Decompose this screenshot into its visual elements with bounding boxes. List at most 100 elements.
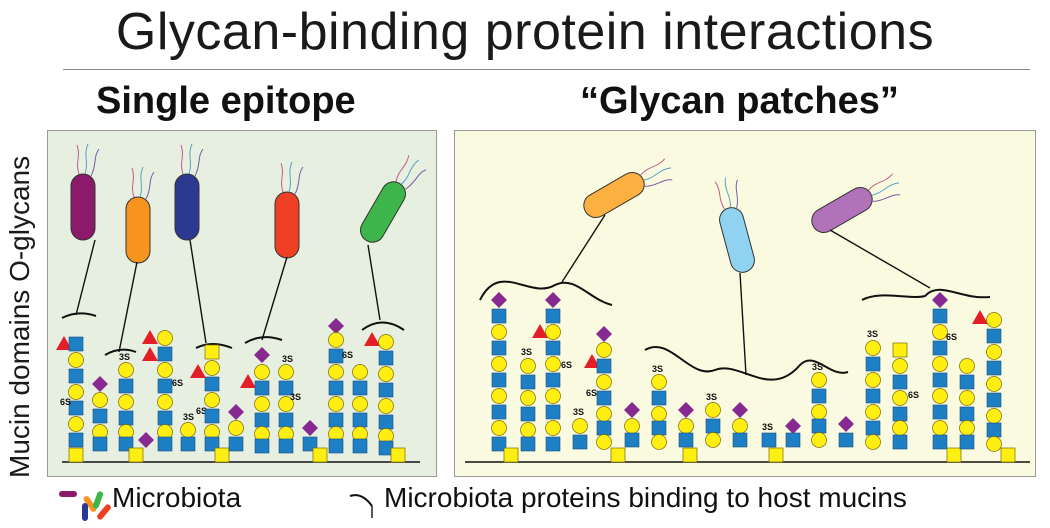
binding-tether	[739, 272, 747, 376]
glcnac-square-icon	[986, 360, 1002, 376]
galnac-square-icon	[128, 447, 144, 463]
galactose-circle-icon	[204, 360, 220, 376]
flagellum	[643, 167, 672, 181]
galactose-circle-icon	[157, 330, 173, 346]
glcnac-square-icon	[596, 358, 612, 374]
glcnac-square-icon	[254, 380, 270, 396]
flagellum	[724, 177, 731, 208]
glcnac-square-icon	[157, 436, 173, 452]
binding-bracket-icon	[361, 321, 405, 331]
glcnac-square-icon	[545, 340, 561, 356]
binding-bracket-icon	[195, 343, 233, 349]
flagellum	[400, 159, 420, 185]
glcnac-square-icon	[328, 380, 344, 396]
glcnac-square-icon	[118, 410, 134, 426]
bacterium-icon	[83, 496, 97, 512]
galactose-circle-icon	[705, 432, 721, 448]
binding-bracket-icon	[644, 346, 849, 381]
sialic-acid-diamond-icon	[491, 292, 507, 308]
glcnac-square-icon	[157, 378, 173, 394]
glcnac-square-icon	[932, 404, 948, 420]
galactose-circle-icon	[986, 408, 1002, 424]
flagellum	[395, 155, 410, 182]
galactose-circle-icon	[378, 334, 394, 350]
glcnac-square-icon	[986, 422, 1002, 438]
galactose-circle-icon	[811, 432, 827, 448]
galnac-square-icon	[946, 447, 962, 463]
galactose-circle-icon	[204, 392, 220, 408]
galactose-circle-icon	[520, 390, 536, 406]
fucose-triangle-icon	[364, 332, 380, 346]
binding-bracket-icon	[244, 336, 283, 344]
galactose-circle-icon	[865, 340, 881, 356]
galactose-circle-icon	[328, 364, 344, 380]
flagellum	[872, 194, 901, 202]
glcnac-square-icon	[68, 368, 84, 384]
galactose-circle-icon	[545, 324, 561, 340]
glcnac-square-icon	[959, 434, 975, 450]
binding-tether	[118, 261, 138, 353]
bacterium-body	[360, 181, 406, 243]
galactose-circle-icon	[68, 416, 84, 432]
galactose-circle-icon	[986, 344, 1002, 360]
glcnac-square-icon	[651, 390, 667, 406]
sialic-acid-diamond-icon	[678, 402, 694, 418]
glcnac-square-icon	[157, 346, 173, 362]
binding-tether	[367, 244, 381, 321]
bacterium-icon	[82, 503, 88, 521]
galnac-square-icon	[682, 447, 698, 463]
glcnac-square-icon	[651, 420, 667, 436]
bacterium-icon	[274, 161, 304, 259]
glcnac-square-icon	[865, 356, 881, 372]
glcnac-square-icon	[328, 348, 344, 364]
galactose-circle-icon	[811, 404, 827, 420]
galactose-circle-icon	[865, 372, 881, 388]
galactose-circle-icon	[228, 420, 244, 436]
sialic-acid-diamond-icon	[92, 376, 108, 392]
sialic-acid-diamond-icon	[838, 416, 854, 432]
galactose-circle-icon	[651, 434, 667, 450]
galactose-circle-icon	[932, 324, 948, 340]
glcnac-square-icon	[180, 436, 196, 452]
bacterium-body	[125, 196, 151, 264]
galactose-circle-icon	[68, 384, 84, 400]
glcnac-square-icon	[328, 438, 344, 454]
binding-tether	[189, 239, 207, 344]
sialic-acid-diamond-icon	[932, 292, 948, 308]
galactose-circle-icon	[491, 388, 507, 404]
sialic-acid-diamond-icon	[545, 292, 561, 308]
galactose-circle-icon	[118, 394, 134, 410]
glcnac-square-icon	[865, 420, 881, 436]
bacterium-body	[92, 491, 104, 509]
glcnac-square-icon	[302, 436, 318, 452]
flagellum	[194, 148, 204, 177]
glcnac-square-icon	[932, 308, 948, 324]
bacterium-body	[97, 504, 111, 520]
flagellum	[76, 144, 80, 175]
binding-bracket-icon	[104, 348, 137, 356]
glcnac-square-icon	[959, 406, 975, 422]
fucose-triangle-icon	[584, 354, 600, 368]
galactose-circle-icon	[865, 434, 881, 450]
glcnac-square-icon	[811, 388, 827, 404]
galactose-circle-icon	[932, 388, 948, 404]
bacterium-body	[174, 173, 200, 241]
glcnac-square-icon	[157, 410, 173, 426]
sialic-acid-diamond-icon	[624, 402, 640, 418]
glcnac-square-icon	[892, 406, 908, 422]
glcnac-square-icon	[68, 400, 84, 416]
galactose-circle-icon	[986, 436, 1002, 452]
bacterium-body	[583, 172, 645, 218]
galactose-circle-icon	[596, 342, 612, 358]
bacterium-body	[83, 496, 97, 512]
right-heading: “Glycan patches”	[580, 80, 899, 122]
galactose-circle-icon	[545, 420, 561, 436]
glcnac-square-icon	[491, 372, 507, 388]
flagellum	[405, 169, 427, 190]
galnac-square-icon	[68, 447, 84, 463]
glcnac-square-icon	[865, 388, 881, 404]
binding-bracket-icon	[861, 288, 991, 301]
glcnac-square-icon	[624, 432, 640, 448]
sulfation-label: 3S	[521, 347, 532, 357]
galactose-circle-icon	[624, 418, 640, 434]
